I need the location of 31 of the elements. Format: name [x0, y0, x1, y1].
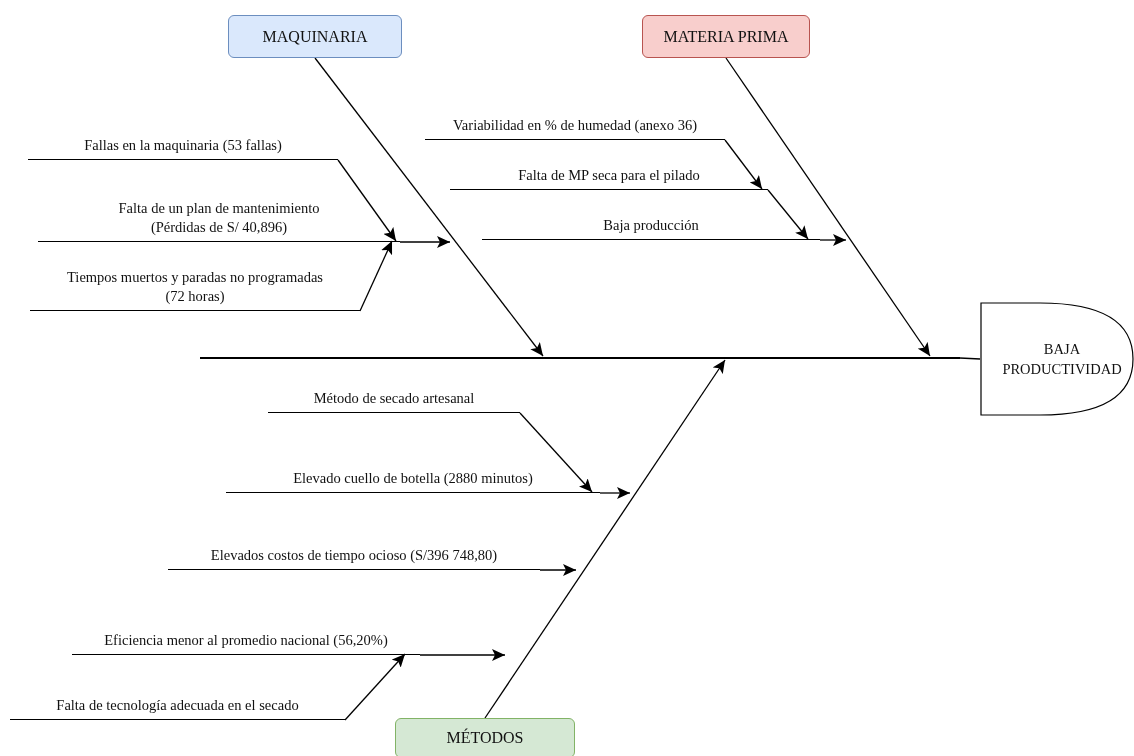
arrow	[399, 236, 451, 248]
category-box: MATERIA PRIMA	[642, 15, 810, 58]
cause-text: Falta de MP seca para el pilado	[450, 162, 768, 190]
arrow	[314, 57, 544, 357]
spine-line	[200, 357, 960, 359]
arrow	[539, 564, 577, 576]
cause-text: Variabilidad en % de humedad (anexo 36)	[425, 108, 725, 140]
cause-text: Elevados costos de tiempo ocioso (S/396 748,80)	[168, 542, 540, 570]
arrow	[725, 57, 931, 357]
arrow	[767, 189, 809, 240]
cause-text: Falta de un plan de mantenimiento (Pérdidas de S/ 40,896)	[38, 180, 400, 242]
arrow	[344, 653, 406, 721]
arrow	[819, 234, 847, 246]
cause-text: Método de secado artesanal	[268, 388, 520, 413]
effect-head: BAJA PRODUCTIVIDAD	[980, 302, 1134, 416]
connector-line	[959, 357, 981, 360]
arrow	[724, 139, 763, 190]
category-box: MAQUINARIA	[228, 15, 402, 58]
cause-text: Baja producción	[482, 208, 820, 240]
cause-text: Falta de tecnología adecuada en el secado	[10, 690, 345, 720]
arrow	[519, 412, 593, 493]
category-box: MÉTODOS	[395, 718, 575, 756]
cause-text: Tiempos muertos y paradas no programadas (72 horas)	[30, 250, 360, 311]
arrow	[484, 359, 726, 719]
arrow	[419, 649, 506, 661]
arrow	[359, 240, 393, 312]
cause-text: Eficiencia menor al promedio nacional (56,20%)	[72, 624, 420, 655]
arrow	[337, 159, 397, 242]
cause-text: Fallas en la maquinaria (53 fallas)	[28, 125, 338, 160]
arrow	[599, 487, 631, 499]
cause-text: Elevado cuello de botella (2880 minutos)	[226, 466, 600, 493]
